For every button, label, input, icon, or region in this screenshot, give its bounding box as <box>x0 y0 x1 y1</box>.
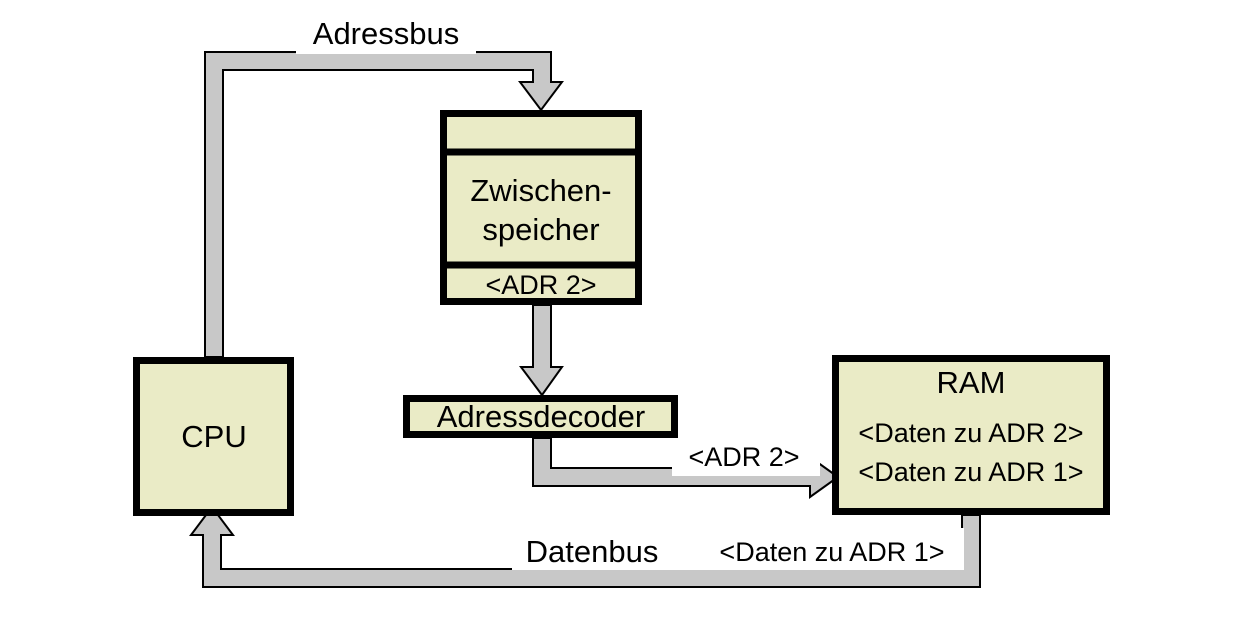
zwischenspeicher-box <box>440 110 642 305</box>
cpu-box <box>133 357 294 516</box>
ram-label: RAM <box>937 365 1006 400</box>
node-ram[interactable]: RAM <Daten zu ADR 2> <Daten zu ADR 1> <box>832 355 1110 515</box>
node-zwischenspeicher[interactable]: Zwischen- speicher <ADR 2> <box>440 110 642 305</box>
datenbus-value-label: <Daten zu ADR 1> <box>719 537 944 567</box>
zwischenspeicher-bottom-row: <ADR 2> <box>485 270 596 300</box>
datenbus-connector <box>189 505 981 588</box>
node-adressdecoder[interactable]: Adressdecoder <box>403 395 678 438</box>
adressbus-connector <box>204 51 564 358</box>
zwischenspeicher-label-line1: Zwischen- <box>470 173 611 208</box>
zwischenspeicher-to-adressdecoder-connector <box>519 304 564 397</box>
adr2-edge-label: <ADR 2> <box>688 442 799 472</box>
ram-box <box>832 355 1110 515</box>
datenbus-label: Datenbus <box>526 534 659 569</box>
adressdecoder-to-ram-connector <box>532 437 840 499</box>
adressbus-label: Adressbus <box>313 16 459 51</box>
adressdecoder-label: Adressdecoder <box>437 399 646 434</box>
datenbus-label-mask <box>512 528 964 570</box>
node-cpu[interactable]: CPU <box>133 357 294 516</box>
ram-content-0: <Daten zu ADR 2> <box>858 418 1083 448</box>
adr2-edge-label-mask <box>672 440 820 476</box>
ram-content-1: <Daten zu ADR 1> <box>858 457 1083 487</box>
zwischenspeicher-label-line2: speicher <box>482 212 599 247</box>
cpu-label: CPU <box>181 419 246 454</box>
adressdecoder-box <box>403 395 678 438</box>
adressbus-label-mask <box>296 18 476 54</box>
